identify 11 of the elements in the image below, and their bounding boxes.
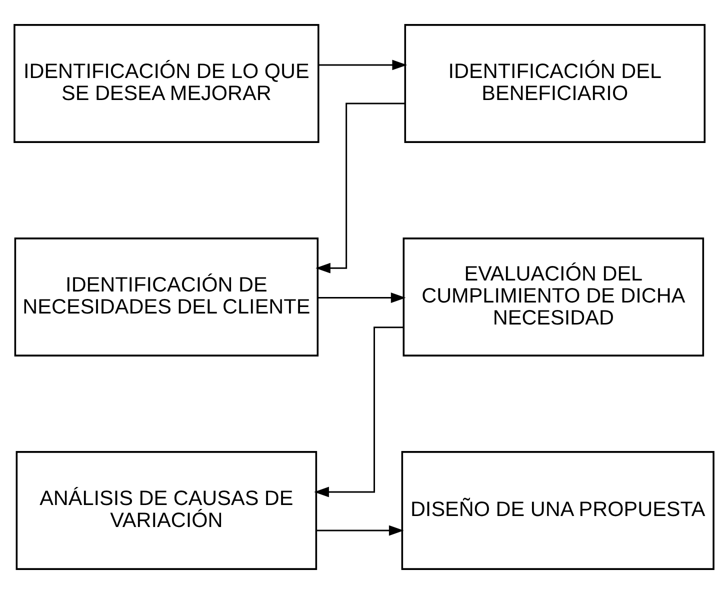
node-box: DISEÑO DE UNA PROPUESTA bbox=[401, 451, 714, 570]
arrow bbox=[316, 102, 405, 274]
arrow bbox=[314, 326, 404, 498]
arrow bbox=[316, 525, 404, 536]
node-box: IDENTIFICACIÓN DE LO QUE SE DESEA MEJORAR bbox=[14, 24, 320, 143]
node-box: EVALUACIÓN DEL CUMPLIMIENTO DE DICHA NECESIDAD bbox=[402, 238, 704, 356]
node-box: IDENTIFICACIÓN DEL BENEFICIARIO bbox=[404, 24, 706, 143]
arrow bbox=[318, 292, 406, 303]
node-box: ANÁLISIS DE CAUSAS DE VARIACIÓN bbox=[16, 451, 318, 570]
arrow bbox=[318, 60, 408, 70]
node-box: IDENTIFICACIÓN DE NECESIDADES DEL CLIENTE bbox=[14, 238, 319, 356]
